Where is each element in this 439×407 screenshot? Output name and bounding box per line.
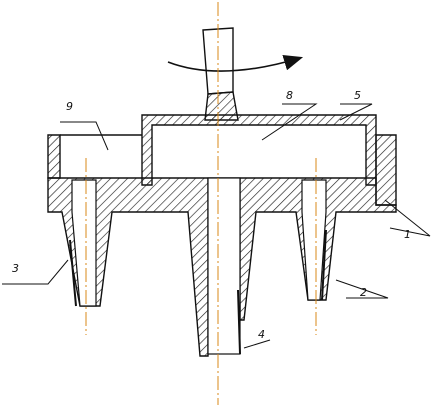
label-part-5: 5: [354, 89, 361, 102]
main-body: [47, 134, 397, 357]
label-part-9: 9: [66, 100, 73, 113]
right-nozzle-bore: [301, 179, 327, 301]
leader-lines: [2, 103, 431, 349]
chamber-outline: [60, 124, 367, 179]
rotation-arrow-icon: [167, 54, 304, 72]
drive-shaft: [202, 27, 239, 121]
centerlines: [85, 2, 317, 405]
label-part-4: 4: [258, 328, 265, 341]
label-part-2: 2: [360, 286, 367, 299]
center-nozzle-bore: [237, 289, 241, 355]
label-part-1: 1: [404, 228, 411, 241]
label-part-3: 3: [12, 262, 19, 275]
left-nozzle-bore: [69, 179, 97, 307]
label-part-8: 8: [286, 89, 293, 102]
